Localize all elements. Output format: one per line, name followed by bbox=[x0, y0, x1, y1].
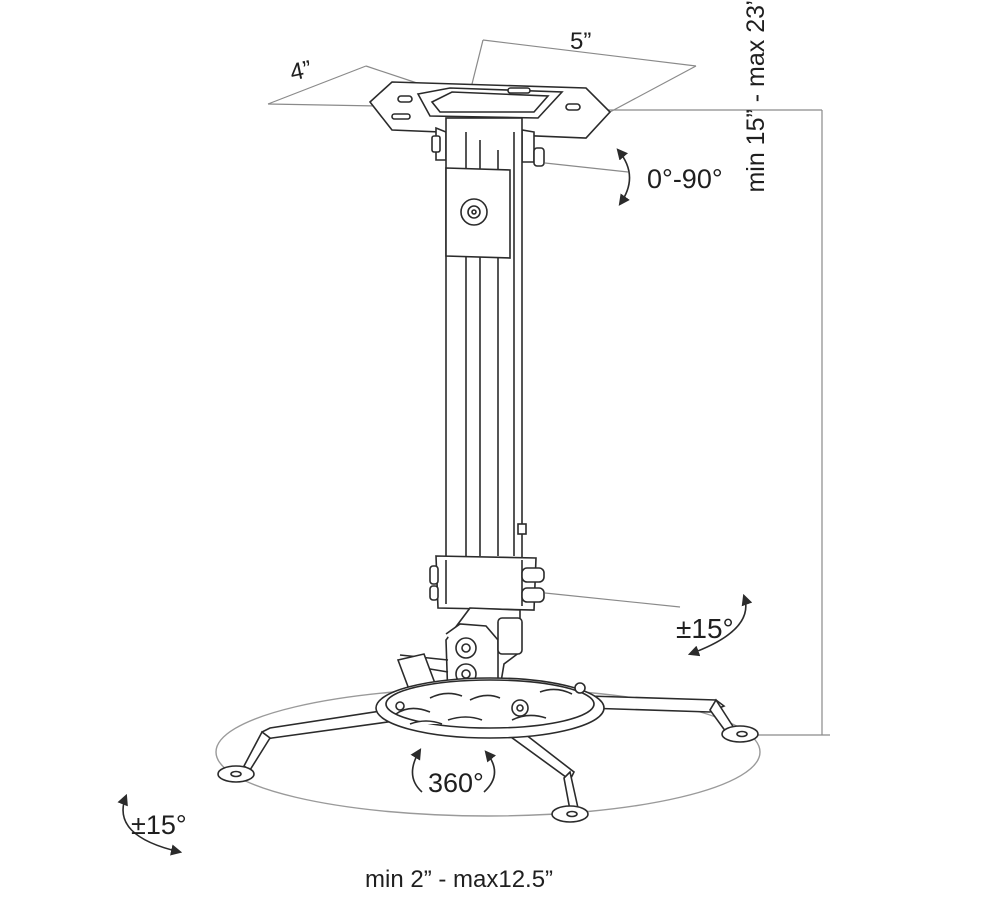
arm-extension-label: min 2” - max12.5” bbox=[365, 866, 554, 893]
height-clamp bbox=[445, 167, 511, 259]
level-range-label: ±15° bbox=[131, 810, 187, 840]
height-range-label: min 15” - max 23” bbox=[742, 0, 771, 193]
tilt-arrow-icon bbox=[616, 148, 631, 206]
rotation-range-label: 360° bbox=[428, 768, 484, 798]
rotate-arrow-left-icon bbox=[410, 748, 423, 793]
rotation-arrows bbox=[117, 148, 753, 856]
rotate-arrow-right-icon bbox=[483, 750, 497, 793]
ceiling-plate bbox=[368, 81, 612, 167]
dimension-lines bbox=[267, 39, 830, 736]
lower-collar bbox=[429, 555, 545, 611]
tilt-range-label: 0°-90° bbox=[647, 164, 723, 194]
width-dimension-label: 5” bbox=[570, 28, 592, 55]
swivel-arrow-icon bbox=[687, 593, 753, 657]
level-arrow-icon bbox=[117, 793, 183, 856]
swivel-range-label: ±15° bbox=[676, 613, 734, 644]
mounting-plate bbox=[375, 677, 605, 739]
